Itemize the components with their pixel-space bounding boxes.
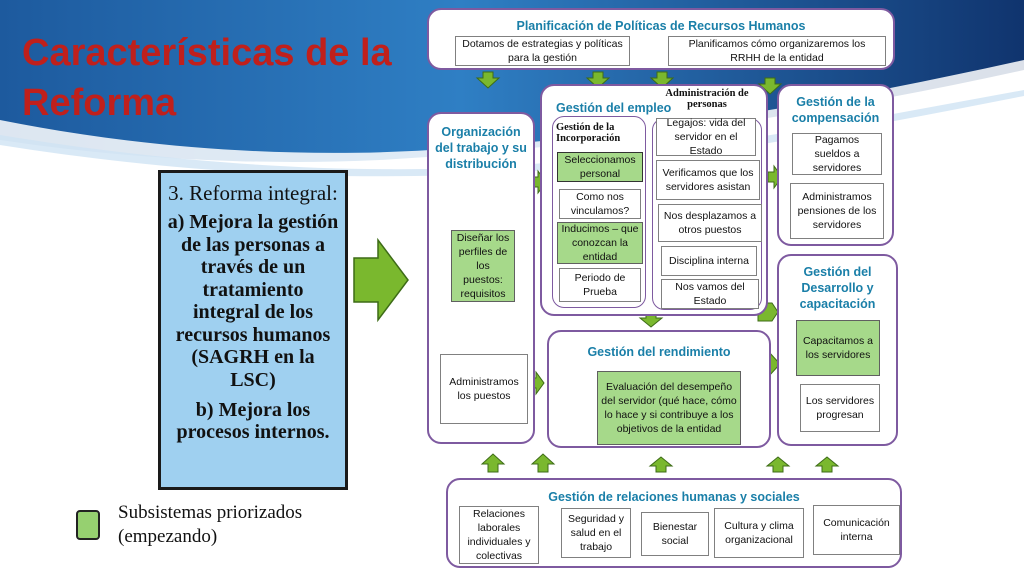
adm-box-discipline: Disciplina interna xyxy=(661,246,757,276)
comp-box-pensions: Administramos pensiones de los servidore… xyxy=(790,183,884,239)
rel-box-safety: Seguridad y salud en el trabajo xyxy=(561,508,631,558)
inc-box-link: Como nos vinculamos? xyxy=(559,189,641,219)
comp-box-salaries: Pagamos sueldos a servidores xyxy=(792,133,882,175)
up-arrow-1 xyxy=(480,453,506,473)
inc-box-probation: Periodo de Prueba xyxy=(559,268,641,302)
rel-box-labor: Relaciones laborales individuales y cole… xyxy=(459,506,539,564)
reform-heading: 3. Reforma integral: xyxy=(168,181,338,205)
adm-box-attendance: Verificamos que los servidores asistan xyxy=(656,160,760,200)
org-box-profiles: Diseñar los perfiles de los puestos: req… xyxy=(451,230,515,302)
legend-label-line1: Subsistemas priorizados xyxy=(118,502,303,523)
planning-box-organize: Planificamos cómo organizaremos los RRHH… xyxy=(668,36,886,66)
rel-box-culture: Cultura y clima organizacional xyxy=(714,508,804,558)
rend-box-evaluation: Evaluación del desempeño del servidor (q… xyxy=(597,371,741,445)
reform-description-box: 3. Reforma integral: a) Mejora la gestió… xyxy=(158,170,348,490)
administracion-title: Administración de personas xyxy=(665,88,749,110)
down-arrow-4 xyxy=(757,77,783,95)
inc-box-induction: Inducimos – que conozcan la entidad xyxy=(557,222,643,264)
incorporacion-subsection xyxy=(552,116,646,308)
down-arrow-3 xyxy=(649,71,675,89)
slide-title: Características de la Reforma xyxy=(22,32,392,124)
big-right-arrow xyxy=(353,237,409,323)
down-arrow-1 xyxy=(475,71,501,89)
rel-box-welfare: Bienestar social xyxy=(641,512,709,556)
up-arrow-5 xyxy=(814,456,840,473)
compensacion-title: Gestión de la compensación xyxy=(791,95,880,125)
legend-swatch xyxy=(76,510,100,540)
incorporacion-title: Gestión de la Incorporación xyxy=(556,122,621,144)
desarrollo-title: Gestión del Desarrollo y capacitación xyxy=(799,265,876,311)
legend-label: Subsistemas priorizados (empezando) xyxy=(118,501,302,549)
rendimiento-title: Gestión del rendimiento xyxy=(587,345,731,359)
adm-box-transfer: Nos desplazamos a otros puestos xyxy=(658,204,762,242)
planning-box-strategies: Dotamos de estrategias y políticas para … xyxy=(455,36,630,66)
adm-box-records: Legajos: vida del servidor en el Estado xyxy=(656,117,756,157)
empleo-title: Gestión del empleo xyxy=(556,101,672,115)
up-arrow-4 xyxy=(765,456,791,473)
reform-point-b: b) Mejora los procesos internos. xyxy=(176,399,330,443)
org-box-positions: Administramos los puestos xyxy=(440,354,528,424)
planning-title: Planificación de Políticas de Recursos H… xyxy=(516,19,806,33)
des-box-progress: Los servidores progresan xyxy=(800,384,880,432)
relaciones-title: Gestión de relaciones humanas y sociales xyxy=(548,490,800,504)
up-arrow-3 xyxy=(648,456,674,473)
inc-box-select: Seleccionamos personal xyxy=(557,152,643,182)
up-arrow-2 xyxy=(530,453,556,473)
rel-box-communication: Comunicación interna xyxy=(813,505,900,555)
org-title: Organización del trabajo y su distribuci… xyxy=(435,125,527,171)
adm-box-leave: Nos vamos del Estado xyxy=(661,279,759,309)
des-box-training: Capacitamos a los servidores xyxy=(796,320,880,376)
reform-point-a: a) Mejora la gestión de las personas a t… xyxy=(167,211,339,391)
down-arrow-2 xyxy=(585,71,611,89)
legend-label-line2: (empezando) xyxy=(118,526,218,547)
